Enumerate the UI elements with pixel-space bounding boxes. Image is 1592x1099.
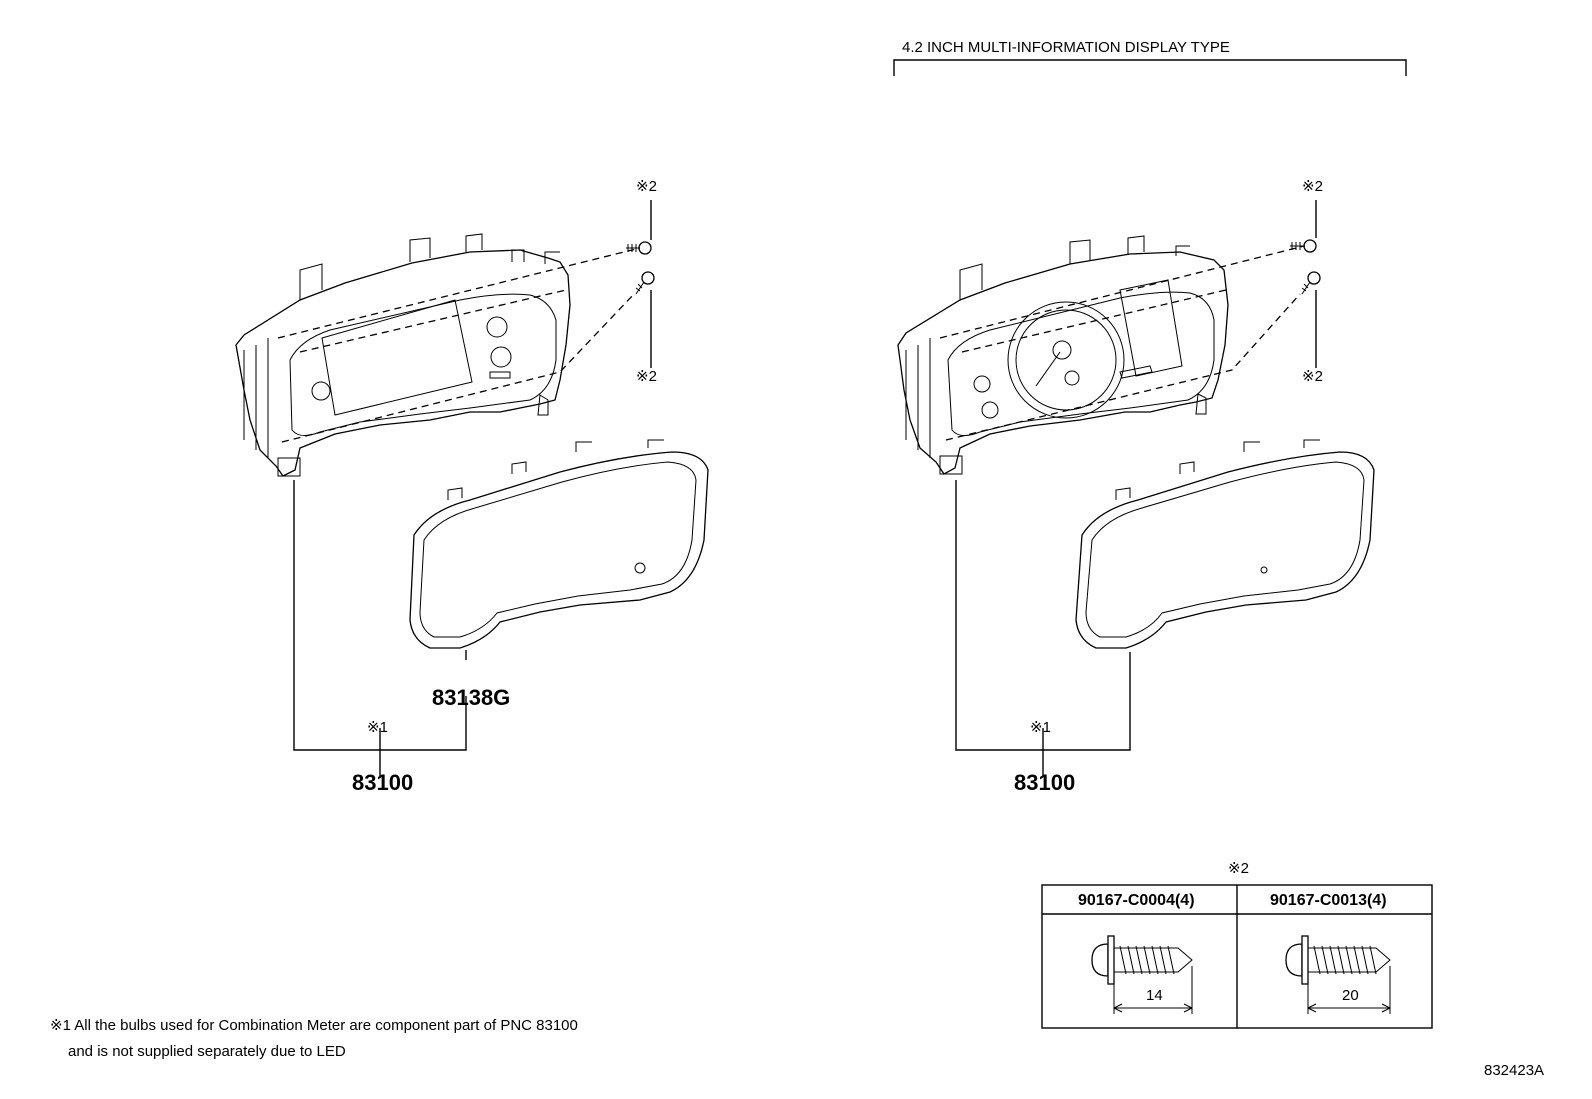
screw-right-bottom <box>1301 271 1321 295</box>
tapping-screw-20-icon <box>1285 935 1391 1014</box>
screw-table: ※2 90167-C0004(4) 90167-C0013(4) 14 20 <box>1041 860 1433 1029</box>
screw-note-left-bottom: ※2 <box>636 368 657 385</box>
footnote-line-2: and is not supplied separately due to LE… <box>68 1043 346 1060</box>
variant-title: 4.2 INCH MULTI-INFORMATION DISPLAY TYPE <box>902 39 1230 56</box>
meter-part-number-left: 83100 <box>352 770 413 795</box>
left-assembly: ※2 ※2 83138G ※1 83100 <box>235 178 709 795</box>
screw-length-1: 14 <box>1146 987 1163 1004</box>
combination-meter-left <box>235 233 571 477</box>
variant-header: 4.2 INCH MULTI-INFORMATION DISPLAY TYPE <box>893 39 1407 76</box>
screw-line-right-bottom <box>945 293 1301 441</box>
screw-note-left-top: ※2 <box>636 178 657 195</box>
screw-note-right-top: ※2 <box>1302 178 1323 195</box>
footnote-line-1: ※1 All the bulbs used for Combination Me… <box>50 1017 578 1034</box>
meter-lens-right <box>1075 439 1375 649</box>
illustration-id: 832423A <box>1484 1062 1544 1079</box>
lens-part-number: 83138G <box>432 685 510 710</box>
screw-part-number-2: 90167-C0013(4) <box>1270 892 1387 909</box>
tapping-screw-14-icon <box>1091 935 1193 1014</box>
screw-table-mark: ※2 <box>1228 860 1249 877</box>
combination-meter-right <box>897 235 1229 475</box>
screw-line-left-mid <box>299 289 567 353</box>
screw-line-right-mid <box>961 289 1227 353</box>
variant-bracket <box>893 59 1407 76</box>
note-mark-right: ※1 <box>1030 719 1051 736</box>
screw-left-top <box>626 241 652 255</box>
screw-line-right-top <box>939 245 1305 339</box>
right-assembly: ※2 ※2 ※1 83100 <box>897 178 1375 795</box>
note-mark-left: ※1 <box>367 719 388 736</box>
screw-note-right-bottom: ※2 <box>1302 368 1323 385</box>
screw-length-2: 20 <box>1342 987 1359 1004</box>
screw-left-bottom <box>635 271 655 295</box>
screw-line-left-top <box>277 247 641 339</box>
meter-part-number-right: 83100 <box>1014 770 1075 795</box>
screw-part-number-1: 90167-C0004(4) <box>1078 892 1195 909</box>
meter-lens-left <box>409 439 709 649</box>
